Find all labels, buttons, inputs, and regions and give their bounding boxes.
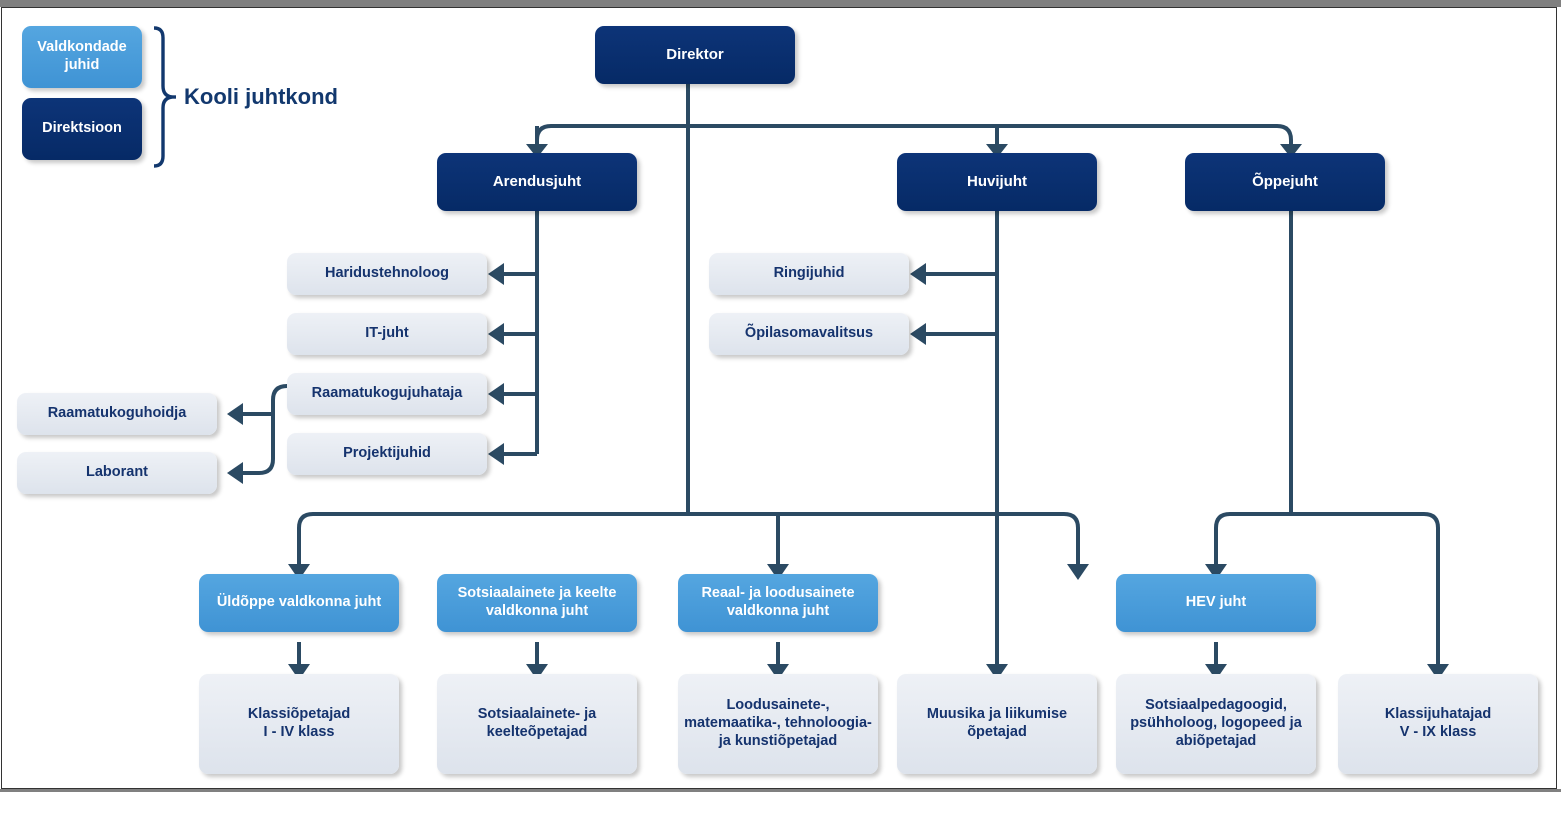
legend-brace-icon xyxy=(153,26,176,168)
legend-title: Kooli juhtkond xyxy=(184,84,338,109)
node-muusika-liikumise-opetajad[interactable]: Muusika ja liikumise õpetajad xyxy=(897,674,1097,774)
node-projektijuhid[interactable]: Projektijuhid xyxy=(287,433,487,475)
node-oppejuht[interactable]: Õppejuht xyxy=(1185,153,1385,211)
node-reaal-loodusainete-valdkonna-juht[interactable]: Reaal- ja loodusainete valdkonna juht xyxy=(678,574,878,632)
window-bottom-strip xyxy=(0,789,1561,792)
node-klassiopetajad[interactable]: Klassiõpetajad I - IV klass xyxy=(199,674,399,774)
node-opilasomavalitsus[interactable]: Õpilasomavalitsus xyxy=(709,313,909,355)
window-top-strip xyxy=(0,0,1561,7)
node-klassijuhatajad[interactable]: Klassijuhatajad V - IX klass xyxy=(1338,674,1538,774)
node-raamatukoguhoidja[interactable]: Raamatukoguhoidja xyxy=(17,393,217,435)
node-ringijuhid[interactable]: Ringijuhid xyxy=(709,253,909,295)
legend-item-direktsioon[interactable]: Direktsioon xyxy=(22,98,142,160)
chart-canvas: Valdkondade juhid Direktsioon Kooli juht… xyxy=(1,7,1557,789)
connector-lines xyxy=(227,84,1449,680)
legend-item-valdkondade-juhid[interactable]: Valdkondade juhid xyxy=(22,26,142,88)
node-haridustehnoloog[interactable]: Haridustehnoloog xyxy=(287,253,487,295)
node-sotsiaalainete-keelte-valdkonna-juht[interactable]: Sotsiaalainete ja keelte valdkonna juht xyxy=(437,574,637,632)
node-sotsiaalpedagoogid[interactable]: Sotsiaalpedagoogid, psühholoog, logopeed… xyxy=(1116,674,1316,774)
node-arendusjuht[interactable]: Arendusjuht xyxy=(437,153,637,211)
node-hev-juht[interactable]: HEV juht xyxy=(1116,574,1316,632)
node-loodusainete-opetajad[interactable]: Loodusainete-, matemaatika-, tehnoloogia… xyxy=(678,674,878,774)
node-it-juht[interactable]: IT-juht xyxy=(287,313,487,355)
node-uldoppe-valdkonna-juht[interactable]: Üldõppe valdkonna juht xyxy=(199,574,399,632)
node-direktor[interactable]: Direktor xyxy=(595,26,795,84)
node-laborant[interactable]: Laborant xyxy=(17,452,217,494)
node-huvijuht[interactable]: Huvijuht xyxy=(897,153,1097,211)
node-sotsiaalainete-keelteopetajad[interactable]: Sotsiaalainete- ja keelteõpetajad xyxy=(437,674,637,774)
node-raamatukogujuhataja[interactable]: Raamatukogujuhataja xyxy=(287,373,487,415)
